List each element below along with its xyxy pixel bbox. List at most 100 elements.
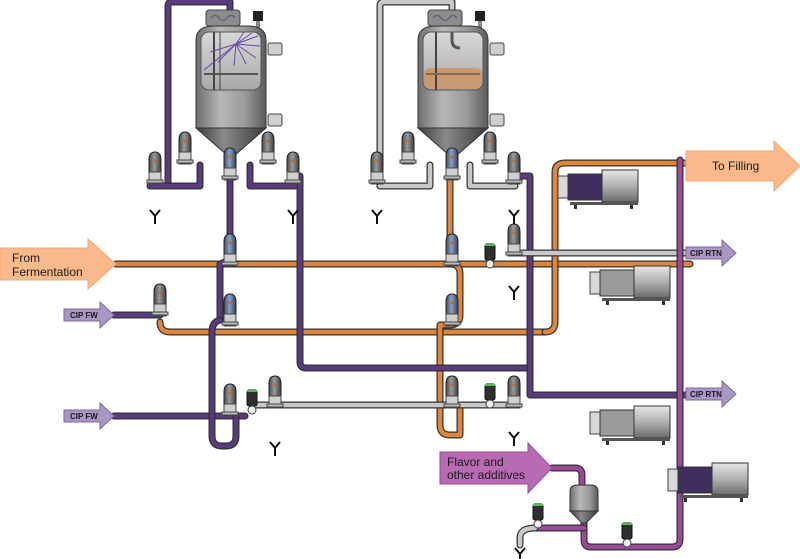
butterfly-valve-icon [485,399,495,409]
actuator-icon [484,243,496,261]
tank2-left-drain [376,161,434,190]
drain-icon [269,441,281,456]
valve-drain-mid-2[interactable] [443,375,461,409]
drain-icon [514,547,526,559]
additive-drain-bend [516,524,539,549]
valve-matrix-2[interactable] [221,293,239,327]
arrow-label-line: other additives [447,468,525,482]
valve-flange [505,403,523,408]
heat-exchanger-coil [210,14,236,22]
pump-foot [630,205,633,209]
actuator-indicator [406,139,410,143]
arrow-label: To Filling [712,159,759,173]
pump-head [557,175,569,199]
arrow-label: CIP RTN [690,249,722,258]
valve-cip-fw-1[interactable] [151,283,169,317]
valve-cip-fw-2[interactable] [221,383,239,417]
arrow-label-line: From [12,251,40,265]
valve-flange [221,175,239,180]
drain-icon [149,209,161,224]
valve-flange [146,179,164,184]
pump-motor [711,462,749,496]
valve-drain-mid-1[interactable] [266,375,284,409]
tank2-right-drain [466,161,519,190]
vent-stem [256,21,260,29]
pump-motor [633,265,671,299]
valve-tank2-right[interactable] [481,131,499,165]
inlet-pipe-icon [450,32,461,50]
valve-additive-feed[interactable] [621,522,633,548]
tank1-left-drain [146,161,204,190]
butterfly-valve-icon [247,405,257,415]
valve-butterfly-1[interactable] [484,243,496,269]
valve-tank2-left[interactable] [399,131,417,165]
valve-tank1-drain-left[interactable] [146,151,164,185]
pump-foot [606,441,609,445]
pump-cip-rtn-1[interactable] [589,265,671,305]
additive-tank-body [569,484,599,512]
valve-cip-rtn-1[interactable] [505,223,523,257]
tank2-bypass [436,260,464,439]
valve-matrix-3[interactable] [443,233,461,267]
pump-casing [567,173,603,201]
valve-butterfly-2[interactable] [246,389,258,415]
valve-butterfly-3[interactable] [484,383,496,409]
actuator-indicator [228,241,232,245]
tank-2[interactable] [416,9,505,157]
arrow-cip-rtn-1: CIP RTN [685,238,737,268]
valve-flange [176,159,194,164]
arrow-flavor-additives: Flavor and other additives [439,441,553,495]
actuator-indicator [533,504,543,506]
valve-tank1-right[interactable] [259,131,277,165]
valve-tank2-bottom[interactable] [443,147,461,181]
valve-additive-drain[interactable] [532,503,544,529]
valve-flange [505,179,523,184]
valve-tank1-bottom[interactable] [221,147,239,181]
drain-icon [287,209,299,224]
pump-cip-rtn-2[interactable] [589,405,671,445]
valve-cip-rtn-2[interactable] [505,375,523,409]
additive-feed [548,464,586,489]
tank-window [200,31,262,91]
pump-foot [662,441,665,445]
additive-tank[interactable] [568,484,600,524]
pump-foot [606,301,609,305]
arrow-from-fermentation: From Fermentation [0,237,117,291]
tank-1[interactable] [194,9,283,157]
actuator-indicator [153,159,157,163]
pump-casing [599,409,635,437]
valve-tank1-drain-right[interactable] [284,151,302,185]
arrow-label-line: Flavor and [447,455,504,469]
valve-matrix-1[interactable] [221,233,239,267]
actuator-indicator [266,139,270,143]
valve-tank2-drain-right[interactable] [505,151,523,185]
actuator-indicator [228,301,232,305]
valve-flange [221,261,239,266]
additive-to-header [580,156,684,551]
tank-product-level [424,68,482,89]
heat-exchanger-coil [432,14,458,22]
valve-tank2-drain-left[interactable] [368,151,386,185]
butterfly-valve-icon [485,259,495,269]
actuator-indicator [375,159,379,163]
tank2-water-supply [376,0,456,190]
pipe-network [110,0,694,551]
actuator-indicator [228,155,232,159]
actuator-indicator [247,390,257,392]
pump-base [602,298,670,301]
cip-spray-icon [203,31,261,71]
drain-icon [508,431,520,446]
actuator-indicator [450,383,454,387]
pump-additive[interactable] [667,462,749,502]
valve-tank1-left[interactable] [176,131,194,165]
valve-flange [443,321,461,326]
pump-filling[interactable] [557,169,639,209]
actuator-indicator [273,383,277,387]
drain-icon [371,209,383,224]
pump-casing [599,269,635,297]
valve-matrix-4[interactable] [443,293,461,327]
pump-motor [601,169,639,203]
actuator-indicator [228,391,232,395]
actuator-indicator [512,231,516,235]
drain-icon [508,209,520,224]
